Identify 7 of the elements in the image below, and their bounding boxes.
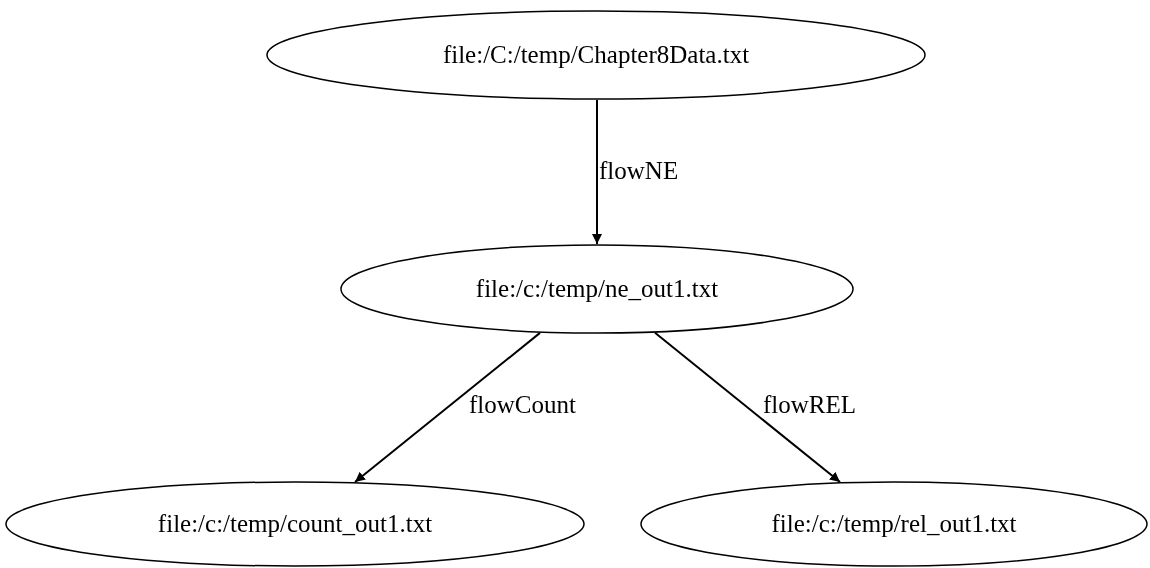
node-label: file:/C:/temp/Chapter8Data.txt [442,41,750,69]
node-label: file:/c:/temp/rel_out1.txt [771,510,1017,538]
arrow [592,99,602,245]
node-label: file:/c:/temp/count_out1.txt [157,510,433,538]
arrow [354,331,541,483]
node-label: file:/c:/temp/ne_out1.txt [475,275,719,303]
arrow [654,331,841,483]
